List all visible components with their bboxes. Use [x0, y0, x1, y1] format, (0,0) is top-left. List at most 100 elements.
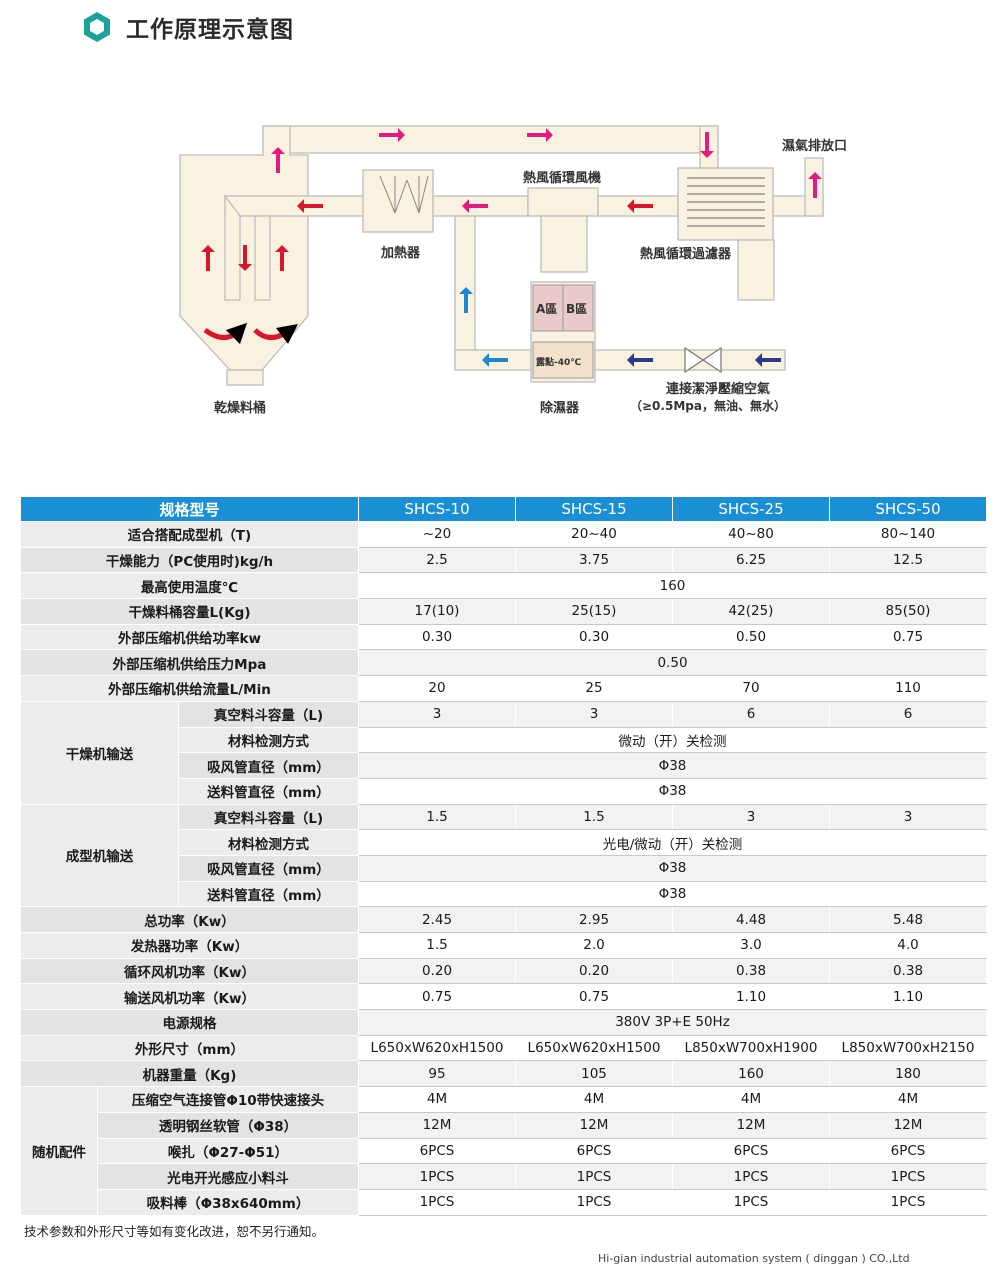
- flow-arrow-icon: [700, 132, 714, 158]
- table-cell: L850xW700xH2150: [829, 1034, 987, 1062]
- table-row: 吸风管直径（mm）Φ38: [21, 752, 987, 779]
- table-cell: 6: [672, 700, 830, 728]
- row-label: 发热器功率（Kw）: [20, 932, 359, 959]
- dewpoint-label: 露點-40℃: [536, 356, 581, 368]
- row-label: 材料检测方式: [178, 829, 359, 856]
- dryer-label: 乾燥料桶: [214, 400, 266, 416]
- table-cell: 25: [515, 675, 673, 702]
- table-cell: 6PCS: [515, 1137, 673, 1165]
- table-cell: 0.38: [829, 957, 987, 985]
- zone-b-label: B區: [566, 302, 587, 316]
- table-cell: 1PCS: [829, 1163, 987, 1190]
- row-label: 喉扎（Φ27-Φ51）: [97, 1137, 359, 1165]
- table-cell: Φ38: [358, 752, 987, 779]
- table-cell: 4.48: [672, 906, 830, 933]
- table-cell: 40~80: [672, 521, 830, 548]
- table-cell: 12.5: [829, 546, 987, 574]
- row-label: 干燥料桶容量L(Kg): [20, 598, 359, 625]
- table-cell: 25(15): [515, 598, 673, 625]
- table-cell: 20: [358, 675, 516, 702]
- filter-label: 熱風循環過濾器: [640, 246, 732, 262]
- company-footer: Hi-gian industrial automation system ( d…: [598, 1252, 910, 1265]
- row-label: 材料检测方式: [178, 726, 359, 754]
- table-cell: 1PCS: [358, 1188, 516, 1216]
- working-principle-diagram: 濕氣排放口 熱風循環風機 加熱器 熱風循環過濾器 A區 B區 露點-40℃ 乾燥…: [179, 125, 847, 416]
- flow-arrow-icon: [201, 245, 215, 271]
- table-cell: ~20: [358, 521, 516, 548]
- table-cell: 1.5: [515, 803, 673, 831]
- row-label: 外部压缩机供给功率kw: [20, 623, 359, 651]
- table-cell: L850xW700xH1900: [672, 1034, 830, 1062]
- table-cell: 80~140: [829, 521, 987, 548]
- flow-arrow-icon: [297, 199, 323, 213]
- table-cell: 3: [672, 803, 830, 831]
- table-cell: 380V 3P+E 50Hz: [358, 1009, 987, 1036]
- table-cell: 4M: [672, 1086, 830, 1113]
- table-row: 材料检测方式光电/微动（开）关检测: [21, 829, 987, 856]
- page-header: 工作原理示意图: [82, 10, 294, 44]
- air-input-label: 連接潔淨壓縮空氣: [666, 381, 770, 397]
- table-cell: 6: [829, 700, 987, 728]
- row-label: 真空料斗容量（L): [178, 803, 359, 831]
- table-cell: 0.50: [358, 649, 987, 677]
- table-cell: 85(50): [829, 598, 987, 625]
- row-label: 吸风管直径（mm）: [178, 752, 359, 779]
- table-cell: 4M: [358, 1086, 516, 1113]
- flow-arrow-icon: [527, 128, 553, 142]
- table-cell: 110: [829, 675, 987, 702]
- table-cell: 5.48: [829, 906, 987, 933]
- table-cell: 4M: [515, 1086, 673, 1113]
- group-label: 干燥机输送: [20, 700, 179, 805]
- row-label: 外部压缩机供给流量L/Min: [20, 675, 359, 702]
- flow-arrow-icon: [238, 245, 252, 271]
- table-row: 吸风管直径（mm）Φ38: [21, 854, 987, 882]
- table-cell: 6PCS: [358, 1137, 516, 1165]
- table-cell: 4M: [829, 1086, 987, 1113]
- table-cell: 1PCS: [515, 1188, 673, 1216]
- table-cell: 17(10): [358, 598, 516, 625]
- table-cell: 20~40: [515, 521, 673, 548]
- table-cell: 70: [672, 675, 830, 702]
- table-cell: 0.38: [672, 957, 830, 985]
- table-cell: 0.20: [358, 957, 516, 985]
- table-cell: Φ38: [358, 854, 987, 882]
- table-cell: 180: [829, 1060, 987, 1088]
- row-label: 电源规格: [20, 1009, 359, 1036]
- table-cell: 1.5: [358, 932, 516, 959]
- table-cell: 微动（开）关检测: [358, 726, 987, 754]
- flow-arrow-icon: [271, 147, 285, 173]
- flow-arrow-icon: [808, 172, 822, 198]
- row-label: 外形尺寸（mm）: [20, 1034, 359, 1062]
- row-label: 干燥能力（PC使用时)kg/h: [20, 546, 359, 574]
- table-cell: 0.20: [515, 957, 673, 985]
- table-cell: 0.75: [515, 983, 673, 1011]
- table-cell: 42(25): [672, 598, 830, 625]
- table-cell: 1.5: [358, 803, 516, 831]
- vent-label: 濕氣排放口: [782, 138, 847, 154]
- table-row: 送料管直径（mm）Φ38: [21, 880, 987, 908]
- row-label: 透明钢丝软管（Φ38）: [97, 1111, 359, 1139]
- curved-flow-arrow-icon: [203, 322, 248, 345]
- table-cell: 4.0: [829, 932, 987, 959]
- flow-arrow-icon: [482, 353, 508, 367]
- table-header-cell: SHCS-10: [358, 496, 516, 522]
- table-row: 材料检测方式微动（开）关检测: [21, 726, 987, 754]
- flow-arrow-icon: [275, 245, 289, 271]
- table-cell: 12M: [672, 1111, 830, 1139]
- row-label: 真空料斗容量（L): [178, 700, 359, 728]
- table-header-cell: SHCS-25: [672, 496, 830, 522]
- table-cell: 1PCS: [829, 1188, 987, 1216]
- table-cell: 3.0: [672, 932, 830, 959]
- table-cell: 2.95: [515, 906, 673, 933]
- table-cell: 12M: [358, 1111, 516, 1139]
